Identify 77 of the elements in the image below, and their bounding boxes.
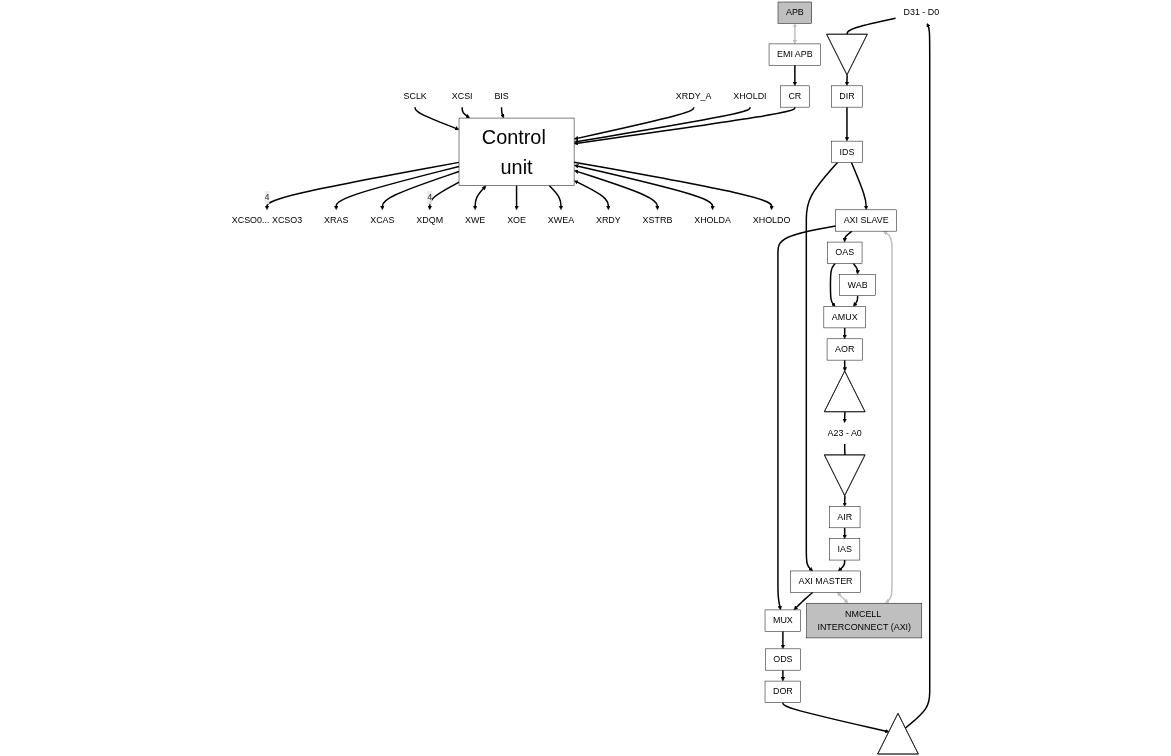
node-box: IAS (829, 538, 861, 561)
arrow (829, 262, 836, 307)
connector (846, 17, 897, 36)
node-text: XCSO0... XCSO3 (231, 215, 303, 226)
node-text: XRDY_A (675, 91, 712, 102)
edge-label: 4 (264, 192, 270, 203)
node-box: AIR (829, 506, 861, 529)
node-box: DIR (831, 85, 863, 108)
node-text: XOE (507, 215, 526, 226)
node-box: AXI MASTER (790, 570, 861, 593)
arrow (427, 181, 460, 211)
arrow (574, 164, 715, 211)
arrow (883, 230, 893, 604)
arrow (842, 411, 847, 423)
arrow (472, 185, 487, 211)
arrow (838, 559, 846, 572)
node-text: A23 - A0 (827, 428, 862, 439)
arrow (836, 592, 849, 604)
arrow (777, 225, 837, 611)
node-box: Control unit (458, 117, 575, 186)
node-text: XHOLDA (694, 215, 731, 226)
node-box: WAB (839, 274, 876, 296)
node-text: SCLK (403, 91, 427, 102)
arrow (782, 701, 890, 734)
arrow (842, 327, 847, 339)
node-box: EMI APB (768, 43, 821, 66)
node-box: ODS (765, 648, 801, 671)
node-text: XWE (464, 215, 486, 226)
node-text: XWEA (547, 215, 575, 226)
arrow (573, 106, 695, 141)
arrow (904, 23, 931, 729)
node-text: XDQM (416, 215, 444, 226)
node-text: BIS (494, 91, 509, 102)
node-box: DOR (764, 680, 801, 703)
arrow (780, 669, 786, 682)
node-text: XRAS (324, 215, 349, 226)
arrow (573, 106, 796, 146)
arrow (548, 184, 564, 211)
node-box: AMUX (823, 306, 866, 329)
arrow (793, 591, 814, 611)
node-box: AOR (826, 338, 863, 361)
arrow (792, 23, 798, 45)
arrow (852, 262, 860, 275)
arrow (805, 161, 839, 572)
node-text: XHOLDO (752, 215, 791, 226)
node-text: XCAS (370, 215, 395, 226)
arrow (792, 64, 798, 86)
node-box: AXI SLAVE (835, 209, 897, 232)
arrow (414, 106, 460, 131)
node-box: CR (780, 85, 810, 108)
arrow (264, 161, 460, 211)
node-box: OAS (827, 241, 863, 264)
arrow (573, 161, 774, 211)
node-text: D31 - D0 (903, 7, 940, 18)
node-box: MUX (764, 609, 801, 632)
arrow (574, 180, 611, 211)
node-box: NMCELL INTERCONNECT (AXI) (806, 602, 923, 639)
node-box: APB (777, 1, 812, 24)
node-text: XSTRB (642, 215, 673, 226)
arrow (842, 359, 847, 372)
node-text: XHOLDI (733, 91, 767, 102)
arrow (574, 169, 660, 211)
arrow (500, 106, 505, 119)
edge-label: 4 (427, 192, 433, 203)
arrow (844, 74, 850, 86)
arrow (514, 184, 519, 211)
node-text: XRDY (595, 215, 621, 226)
arrow (380, 170, 460, 211)
arrow (850, 161, 869, 211)
node-box: IDS (831, 140, 863, 163)
arrow (842, 495, 847, 507)
arrow (780, 630, 786, 650)
arrow (844, 106, 850, 142)
arrow (334, 165, 460, 211)
arrow (573, 106, 751, 144)
node-text: XCSI (451, 91, 473, 102)
arrow (461, 106, 470, 119)
